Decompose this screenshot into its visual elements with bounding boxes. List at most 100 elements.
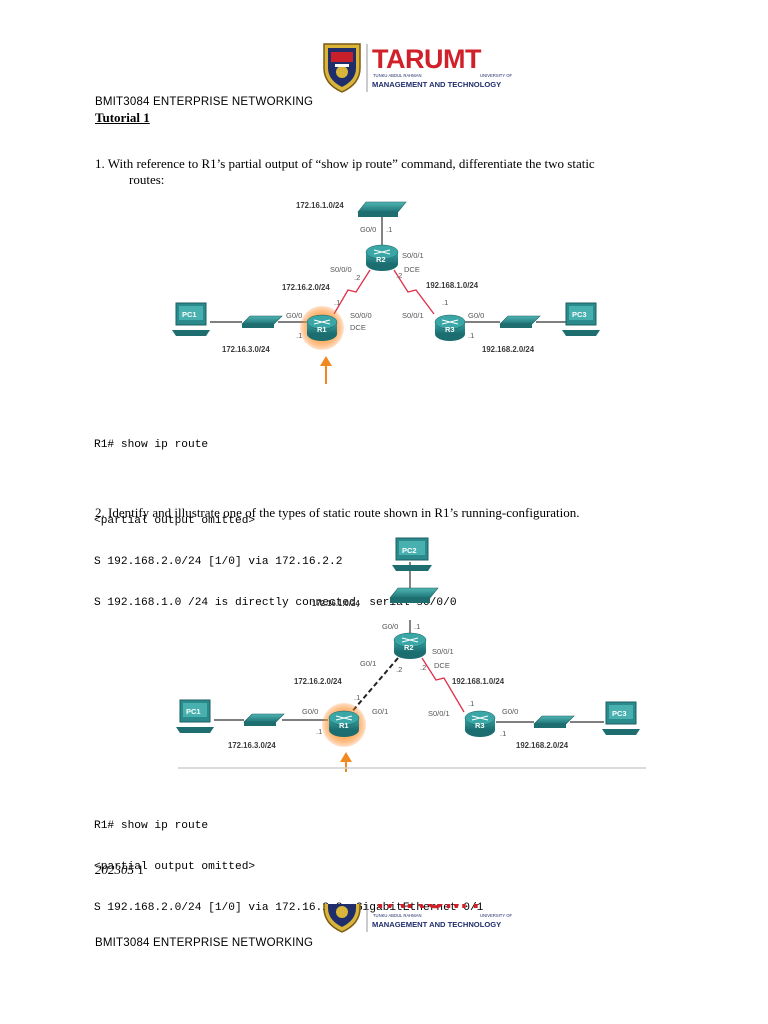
label-lan-right: 192.168.2.0/24 [516, 741, 569, 750]
label-link-right: 192.168.1.0/24 [452, 677, 505, 686]
label-r2-g00: G0/0 [382, 622, 398, 631]
output-line [94, 480, 457, 488]
label-r3-host-top: .1 [468, 699, 474, 708]
label-lan-left: 172.16.3.0/24 [222, 345, 270, 354]
label-r1-g01: G0/1 [372, 707, 388, 716]
switch-right-icon [533, 715, 575, 728]
crest-icon [323, 43, 361, 93]
label-lan-top: 172.16.1.0/24 [312, 599, 360, 608]
label-r3-s001: S0/0/1 [402, 311, 424, 320]
label-pc2: PC2 [402, 546, 417, 555]
label-lan-top: 172.16.1.0/24 [296, 201, 344, 210]
university-logo: TARUMT TUNKU ABDUL RAHMAN UNIVERSITY OF … [320, 40, 516, 94]
question1-text-line2: routes: [129, 172, 165, 187]
router-r2-icon [393, 632, 427, 659]
footer-logo: TARUMT TUNKU ABDUL RAHMAN UNIVERSITY OF … [320, 904, 516, 934]
label-pc1: PC1 [182, 310, 197, 319]
label-r2-dce: DCE [404, 265, 420, 274]
label-r3-g00: G0/0 [502, 707, 518, 716]
brand-wordmark: TARUMT [372, 44, 482, 74]
label-r3: R3 [445, 325, 455, 334]
label-r3: R3 [475, 721, 485, 730]
label-lan-right: 192.168.2.0/24 [482, 345, 535, 354]
label-r2: R2 [376, 255, 386, 264]
router-r1-icon [328, 710, 360, 737]
label-r3-host-g: .1 [500, 729, 506, 738]
pc3-icon [602, 701, 640, 735]
switch-left-icon [241, 315, 283, 328]
output-line: <partial output omitted> [94, 515, 256, 528]
label-r1-g00: G0/0 [286, 311, 302, 320]
crest-icon [323, 904, 361, 933]
topology-diagram-1: 172.16.1.0/24 G0/0 .1 S0/0/0 S0/0/1 .2 .… [170, 188, 620, 388]
label-r1-dce: DCE [350, 323, 366, 332]
question1-text-line1: 1. With reference to R1’s partial output… [95, 156, 595, 171]
label-r3-s001: S0/0/1 [428, 709, 450, 718]
switch-right-icon [499, 315, 541, 328]
label-r2: R2 [404, 643, 414, 652]
output-line: <partial output omitted> [94, 860, 256, 873]
logo-line2: MANAGEMENT AND TECHNOLOGY [372, 920, 501, 929]
label-r2-dce: DCE [434, 661, 450, 670]
label-r1-host-top: .1 [354, 693, 360, 702]
pc1-icon [172, 302, 210, 336]
label-r3-g00: G0/0 [468, 311, 484, 320]
tutorial-heading: Tutorial 1 [95, 110, 150, 125]
arrow-up-icon [340, 752, 352, 772]
footer-page-number: 202305 1 [95, 862, 144, 878]
label-r1-s000: S0/0/0 [350, 311, 372, 320]
label-r3-host-g: .1 [468, 331, 474, 340]
pc2-icon [392, 537, 432, 571]
label-pc3: PC3 [572, 310, 587, 319]
label-link-left: 172.16.2.0/24 [294, 677, 342, 686]
router-r3-icon [464, 710, 496, 737]
label-r2-host-left: .2 [354, 273, 360, 282]
footer-code: 202305 [95, 862, 134, 877]
label-r2-g00: G0/0 [360, 225, 376, 234]
router-r3-icon [434, 314, 466, 341]
label-lan-left: 172.16.3.0/24 [228, 741, 276, 750]
label-r1-host-top: .1 [334, 298, 340, 307]
label-r2-g00-host: .1 [414, 622, 420, 631]
label-r1-g00: G0/0 [302, 707, 318, 716]
router-r1-icon [306, 314, 338, 341]
brand-wordmark: TARUMT [372, 904, 484, 914]
label-r2-host-left: .2 [396, 665, 402, 674]
pc1-icon [176, 699, 214, 733]
footer-page: 1 [137, 862, 144, 877]
label-r1-host-g: .1 [316, 727, 322, 736]
footer-course-title: BMIT3084 ENTERPRISE NETWORKING [95, 937, 314, 949]
question2-text: 2. Identify and illustrate one of the ty… [95, 505, 580, 520]
switch-icon [389, 587, 439, 603]
logo-line1-left: TUNKU ABDUL RAHMAN [373, 73, 421, 78]
label-r2-s001: S0/0/1 [402, 251, 424, 260]
question1-output: R1# show ip route <partial output omitte… [94, 412, 457, 624]
label-r3-host-top: .1 [442, 298, 448, 307]
output-line: R1# show ip route [94, 820, 209, 833]
switch-icon [357, 201, 407, 217]
topology-diagram-2: PC2 172.16.1.0/24 G0/0 .1 G0/1 S0/0/1 .2… [170, 532, 650, 774]
label-r2-host-right: .2 [396, 271, 402, 280]
label-r1: R1 [339, 721, 349, 730]
logo-line2: MANAGEMENT AND TECHNOLOGY [372, 80, 501, 89]
arrow-up-icon [320, 356, 332, 384]
label-pc3: PC3 [612, 709, 627, 718]
router-r2-icon [365, 244, 399, 271]
logo-line1-right: UNIVERSITY OF [480, 73, 512, 78]
label-r1-host-g: .1 [296, 331, 302, 340]
output-line: R1# show ip route [94, 439, 209, 452]
label-pc1: PC1 [186, 707, 201, 716]
switch-left-icon [243, 713, 285, 726]
label-r2-g01: G0/1 [360, 659, 376, 668]
course-title: BMIT3084 ENTERPRISE NETWORKING [95, 96, 314, 108]
label-r2-s000: S0/0/0 [330, 265, 352, 274]
label-link-left: 172.16.2.0/24 [282, 283, 330, 292]
pc3-icon [562, 302, 600, 336]
label-r2-s001: S0/0/1 [432, 647, 454, 656]
label-r2-g00-host: .1 [386, 225, 392, 234]
logo-line1-right: UNIVERSITY OF [480, 913, 512, 918]
label-link-right: 192.168.1.0/24 [426, 281, 479, 290]
output-line: S 192.168.2.0/24 [1/0] via 172.16.2.2 [94, 555, 343, 568]
label-r2-host-right: .2 [420, 663, 426, 672]
logo-line1-left: TUNKU ABDUL RAHMAN [373, 913, 421, 918]
